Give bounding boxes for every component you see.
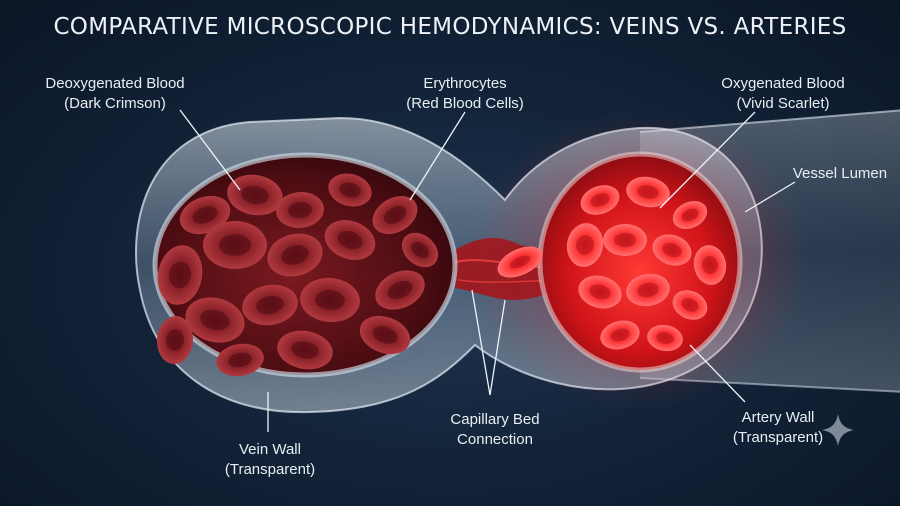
- diagram-title: COMPARATIVE MICROSCOPIC HEMODYNAMICS: VE…: [53, 14, 847, 40]
- red-blood-cell: [566, 223, 604, 267]
- red-blood-cell: [603, 224, 647, 256]
- red-blood-cell: [227, 174, 283, 216]
- red-blood-cell: [179, 195, 231, 235]
- label-artery-wall: Artery Wall (Transparent): [732, 409, 824, 446]
- red-blood-cell: [359, 315, 411, 355]
- red-blood-cell: [267, 233, 323, 277]
- red-blood-cell: [328, 173, 372, 207]
- pointer-lines: [179, 109, 796, 432]
- label-oxygenated-blood: Oxygenated Blood (Vivid Scarlet): [721, 75, 845, 112]
- red-blood-cell: [626, 176, 670, 208]
- red-blood-cell: [600, 320, 640, 350]
- pointer-capillary-2: [489, 299, 506, 396]
- label-deoxygenated-blood: Deoxygenated Blood (Dark Crimson): [45, 75, 185, 112]
- red-blood-cell: [672, 200, 708, 230]
- red-blood-cell: [156, 316, 194, 364]
- red-blood-cell: [626, 273, 670, 307]
- label-vein-wall: Vein Wall (Transparent): [224, 441, 316, 478]
- label-erythrocytes: Erythrocytes (Red Blood Cells): [406, 75, 524, 112]
- pointer-artery-wall: [689, 344, 746, 403]
- red-blood-cell: [401, 232, 439, 268]
- red-blood-cell: [277, 330, 333, 370]
- artery-red-blood-cells: [566, 176, 727, 352]
- red-blood-cell: [580, 185, 620, 215]
- vein-red-blood-cells: [156, 173, 439, 377]
- red-blood-cell: [242, 284, 298, 326]
- red-blood-cell: [216, 343, 264, 377]
- red-blood-cell: [157, 245, 203, 305]
- red-blood-cell: [185, 297, 245, 343]
- pointer-oxygenated: [659, 111, 756, 209]
- label-vessel-lumen: Vessel Lumen: [792, 165, 888, 182]
- red-blood-cell: [324, 220, 376, 260]
- pointer-erythrocytes: [409, 111, 466, 201]
- red-blood-cell: [672, 290, 708, 320]
- red-blood-cell: [203, 221, 267, 269]
- red-blood-cell: [652, 234, 692, 266]
- red-blood-cell: [276, 191, 324, 229]
- sparkle-icon: [822, 414, 854, 446]
- pointer-lumen: [744, 181, 796, 213]
- red-blood-cell: [372, 196, 418, 234]
- capillary-red-blood-cell: [497, 246, 543, 278]
- red-blood-cell: [300, 277, 360, 323]
- red-blood-cell: [578, 275, 622, 309]
- label-capillary-bed: Capillary Bed Connection: [450, 411, 540, 448]
- red-blood-cell: [647, 324, 683, 352]
- red-blood-cell: [693, 245, 727, 285]
- red-blood-cell: [375, 270, 425, 310]
- pointer-deoxygenated: [179, 109, 241, 191]
- pointer-capillary-1: [471, 289, 491, 396]
